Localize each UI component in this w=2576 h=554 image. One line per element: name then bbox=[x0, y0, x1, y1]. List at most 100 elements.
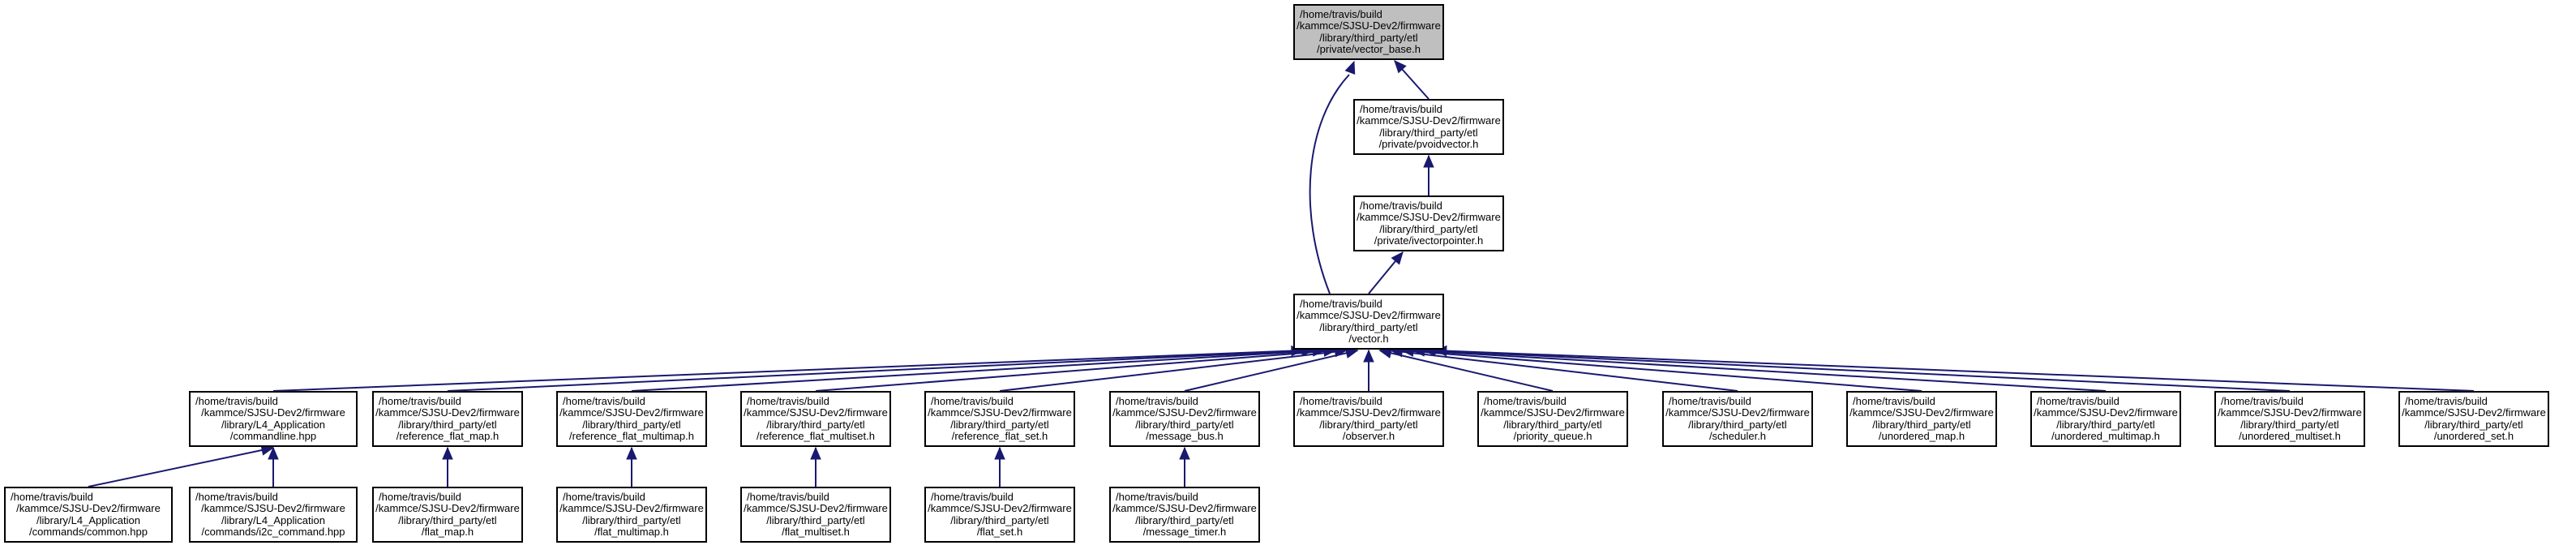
node-label-line: /library/third_party/etl bbox=[950, 513, 1049, 526]
node-label: /home/travis/build/kammce/SJSU-Dev2/firm… bbox=[374, 491, 521, 539]
node-label-line: /scheduler.h bbox=[1708, 430, 1767, 442]
node-label-line: /unordered_multimap.h bbox=[2051, 430, 2160, 442]
edge-arrowhead bbox=[1344, 347, 1359, 359]
node-observer[interactable]: /home/travis/build/kammce/SJSU-Dev2/firm… bbox=[1293, 391, 1444, 447]
edge-line bbox=[1412, 350, 2107, 392]
edge-arrowhead bbox=[1179, 446, 1190, 460]
node-label-line: /kammce/SJSU-Dev2/firmware bbox=[744, 502, 888, 514]
node-reference-flat-set[interactable]: /home/travis/build/kammce/SJSU-Dev2/firm… bbox=[924, 391, 1075, 447]
edge-arrowhead bbox=[1344, 60, 1356, 75]
node-unordered-multiset[interactable]: /home/travis/build/kammce/SJSU-Dev2/firm… bbox=[2214, 391, 2365, 447]
node-label-line: /kammce/SJSU-Dev2/firmware bbox=[1112, 406, 1257, 419]
node-label-line: /library/third_party/etl bbox=[1319, 31, 1418, 44]
node-label: /home/travis/build/kammce/SJSU-Dev2/firm… bbox=[558, 491, 705, 539]
node-label: /home/travis/build/kammce/SJSU-Dev2/firm… bbox=[926, 395, 1074, 443]
edge-i2c-command-to-commandline bbox=[268, 446, 279, 487]
node-label: /home/travis/build/kammce/SJSU-Dev2/firm… bbox=[558, 394, 705, 443]
node-label-line: /home/travis/build bbox=[1116, 394, 1198, 407]
node-label-line: /private/vector_base.h bbox=[1317, 43, 1421, 55]
node-label-line: /reference_flat_multimap.h bbox=[569, 430, 694, 442]
node-label: /home/travis/build/kammce/SJSU-Dev2/firm… bbox=[1479, 395, 1627, 443]
node-label-line: /library/third_party/etl bbox=[1379, 126, 1478, 139]
node-label-line: /library/third_party/etl bbox=[1379, 222, 1478, 235]
node-label-line: /library/third_party/etl bbox=[2056, 418, 2155, 431]
node-label: /home/travis/build/kammce/SJSU-Dev2/firm… bbox=[374, 395, 521, 443]
node-i2c-command[interactable]: /home/travis/build/kammce/SJSU-Dev2/firm… bbox=[189, 487, 358, 543]
node-label-line: /home/travis/build bbox=[1116, 490, 1198, 503]
node-label-line: /vector.h bbox=[1348, 333, 1389, 345]
node-label-line: /library/L4_Application bbox=[221, 513, 325, 526]
node-label-line: /flat_set.h bbox=[976, 526, 1023, 538]
node-reference-flat-multimap[interactable]: /home/travis/build/kammce/SJSU-Dev2/firm… bbox=[556, 391, 707, 447]
edge-flat-set-to-reference-flat-set bbox=[994, 446, 1005, 487]
node-flat-set[interactable]: /home/travis/build/kammce/SJSU-Dev2/firm… bbox=[924, 487, 1075, 543]
edge-arrowhead bbox=[994, 446, 1005, 460]
node-label: /home/travis/build/kammce/SJSU-Dev2/firm… bbox=[1295, 298, 1442, 346]
node-pvoidvector[interactable]: /home/travis/build/kammce/SJSU-Dev2/firm… bbox=[1353, 99, 1504, 155]
node-commandline[interactable]: /home/travis/build/kammce/SJSU-Dev2/firm… bbox=[189, 391, 358, 447]
node-label-line: /home/travis/build bbox=[195, 490, 278, 503]
node-label-line: /home/travis/build bbox=[195, 394, 278, 407]
node-label-line: /unordered_map.h bbox=[1878, 430, 1965, 442]
node-label-line: /library/third_party/etl bbox=[766, 513, 865, 526]
edge-arrowhead bbox=[268, 446, 279, 460]
edge-observer-to-vector bbox=[1363, 349, 1374, 391]
node-label-line: /home/travis/build bbox=[747, 490, 829, 503]
node-label: /home/travis/build/kammce/SJSU-Dev2/firm… bbox=[1295, 8, 1442, 56]
node-label: /home/travis/build/kammce/SJSU-Dev2/firm… bbox=[2400, 395, 2548, 443]
node-label-line: /library/third_party/etl bbox=[1319, 418, 1418, 431]
node-label-line: /library/third_party/etl bbox=[582, 418, 681, 431]
edge-line bbox=[815, 350, 1336, 392]
edge-line bbox=[1184, 350, 1358, 392]
node-scheduler[interactable]: /home/travis/build/kammce/SJSU-Dev2/firm… bbox=[1662, 391, 1813, 447]
node-flat-multiset[interactable]: /home/travis/build/kammce/SJSU-Dev2/firm… bbox=[740, 487, 891, 543]
node-label: /home/travis/build/kammce/SJSU-Dev2/firm… bbox=[191, 394, 356, 443]
node-label-line: /commandline.hpp bbox=[229, 430, 317, 442]
edge-pvoidvector-to-vector-base bbox=[1394, 60, 1429, 100]
node-label-line: /kammce/SJSU-Dev2/firmware bbox=[375, 406, 520, 419]
edge-line bbox=[631, 350, 1325, 392]
node-label: /home/travis/build/kammce/SJSU-Dev2/firm… bbox=[1295, 395, 1442, 443]
node-unordered-set[interactable]: /home/travis/build/kammce/SJSU-Dev2/firm… bbox=[2398, 391, 2549, 447]
node-label-line: /home/travis/build bbox=[11, 490, 93, 503]
node-ivectorpointer[interactable]: /home/travis/build/kammce/SJSU-Dev2/firm… bbox=[1353, 195, 1504, 251]
node-label-line: /message_timer.h bbox=[1142, 526, 1227, 538]
node-reference-flat-multiset[interactable]: /home/travis/build/kammce/SJSU-Dev2/firm… bbox=[740, 391, 891, 447]
node-label-line: /kammce/SJSU-Dev2/firmware bbox=[375, 502, 520, 514]
node-label-line: /kammce/SJSU-Dev2/firmware bbox=[16, 502, 161, 514]
node-label: /home/travis/build/kammce/SJSU-Dev2/firm… bbox=[1111, 394, 1258, 443]
node-label-line: /library/third_party/etl bbox=[2424, 418, 2523, 431]
node-label-line: /library/L4_Application bbox=[36, 513, 140, 526]
node-flat-multimap[interactable]: /home/travis/build/kammce/SJSU-Dev2/firm… bbox=[556, 487, 707, 543]
node-priority-queue[interactable]: /home/travis/build/kammce/SJSU-Dev2/firm… bbox=[1477, 391, 1628, 447]
edge-unordered-multiset-to-vector bbox=[1422, 345, 2291, 392]
node-label: /home/travis/build/kammce/SJSU-Dev2/firm… bbox=[742, 395, 889, 443]
node-label-line: /kammce/SJSU-Dev2/firmware bbox=[559, 502, 704, 514]
node-label: /home/travis/build/kammce/SJSU-Dev2/firm… bbox=[6, 490, 171, 539]
node-label-line: /library/third_party/etl bbox=[766, 418, 865, 431]
edge-flat-multiset-to-reference-flat-multiset bbox=[810, 446, 821, 487]
node-reference-flat-map[interactable]: /home/travis/build/kammce/SJSU-Dev2/firm… bbox=[372, 391, 523, 447]
node-message-bus[interactable]: /home/travis/build/kammce/SJSU-Dev2/firm… bbox=[1109, 391, 1260, 447]
node-unordered-multimap[interactable]: /home/travis/build/kammce/SJSU-Dev2/firm… bbox=[2030, 391, 2181, 447]
node-label-line: /library/third_party/etl bbox=[582, 513, 681, 526]
node-vector[interactable]: /home/travis/build/kammce/SJSU-Dev2/firm… bbox=[1293, 294, 1444, 350]
node-label-line: /private/pvoidvector.h bbox=[1378, 138, 1479, 150]
edge-arrowhead bbox=[1394, 60, 1407, 74]
edge-reference-flat-map-to-vector bbox=[447, 345, 1315, 392]
edge-unordered-set-to-vector bbox=[1434, 345, 2475, 392]
node-label-line: /observer.h bbox=[1342, 430, 1395, 442]
node-flat-map[interactable]: /home/travis/build/kammce/SJSU-Dev2/firm… bbox=[372, 487, 523, 543]
node-label: /home/travis/build/kammce/SJSU-Dev2/firm… bbox=[191, 490, 356, 539]
node-label-line: /kammce/SJSU-Dev2/firmware bbox=[201, 406, 345, 419]
node-label-line: /flat_multimap.h bbox=[594, 526, 669, 538]
node-unordered-map[interactable]: /home/travis/build/kammce/SJSU-Dev2/firm… bbox=[1846, 391, 1997, 447]
node-message-timer[interactable]: /home/travis/build/kammce/SJSU-Dev2/firm… bbox=[1109, 487, 1260, 543]
node-label-line: /kammce/SJSU-Dev2/firmware bbox=[1112, 502, 1257, 514]
node-label-line: /commands/common.hpp bbox=[29, 526, 148, 538]
node-label-line: /kammce/SJSU-Dev2/firmware bbox=[1297, 406, 1441, 419]
node-label-line: /home/travis/build bbox=[563, 394, 645, 407]
edge-line bbox=[88, 447, 274, 487]
node-label-line: /kammce/SJSU-Dev2/firmware bbox=[1357, 211, 1501, 223]
node-common[interactable]: /home/travis/build/kammce/SJSU-Dev2/firm… bbox=[4, 487, 173, 543]
